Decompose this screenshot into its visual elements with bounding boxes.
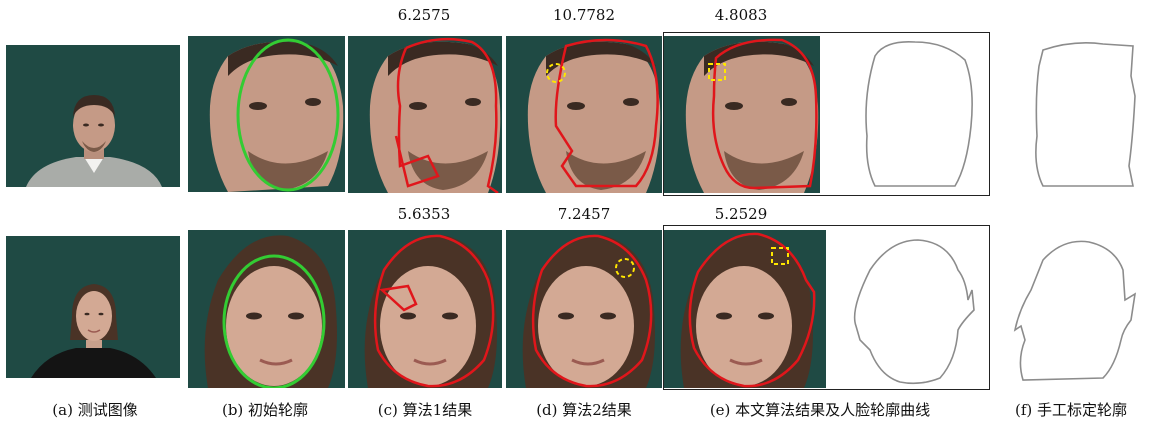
- score-row2-e: 5.2529: [714, 205, 768, 223]
- caption-c: (c) 算法1结果: [377, 401, 473, 419]
- algorithm2-result-row2: [506, 230, 662, 388]
- test-image-row2: [6, 236, 180, 378]
- initial-contour-row2: [188, 230, 345, 388]
- proposed-result-row2: [664, 230, 826, 388]
- caption-b: (b) 初始轮廓: [221, 401, 309, 419]
- proposed-result-row1: [664, 36, 820, 193]
- caption-a: (a) 测试图像: [52, 401, 138, 419]
- score-row2-d: 7.2457: [557, 205, 611, 223]
- caption-e: (e) 本文算法结果及人脸轮廓曲线: [709, 401, 931, 419]
- initial-contour-row1: [188, 36, 345, 192]
- frame-row1-e: [663, 32, 990, 196]
- score-row1-d: 10.7782: [552, 6, 616, 24]
- manual-contour-row1: [993, 36, 1149, 193]
- test-image-row1: [6, 45, 180, 187]
- algorithm2-result-row1: [506, 36, 662, 193]
- algorithm1-result-row2: [348, 230, 502, 388]
- frame-row2-e: [663, 225, 990, 390]
- algorithm1-result-row1: [348, 36, 502, 193]
- caption-d: (d) 算法2结果: [536, 401, 632, 419]
- score-row2-c: 5.6353: [397, 205, 451, 223]
- contour-curve-row1: [825, 36, 985, 193]
- manual-contour-row2: [993, 230, 1149, 388]
- score-row1-c: 6.2575: [397, 6, 451, 24]
- contour-curve-row2: [830, 230, 986, 388]
- score-row1-e: 4.8083: [714, 6, 768, 24]
- caption-f: (f) 手工标定轮廓: [1014, 401, 1128, 419]
